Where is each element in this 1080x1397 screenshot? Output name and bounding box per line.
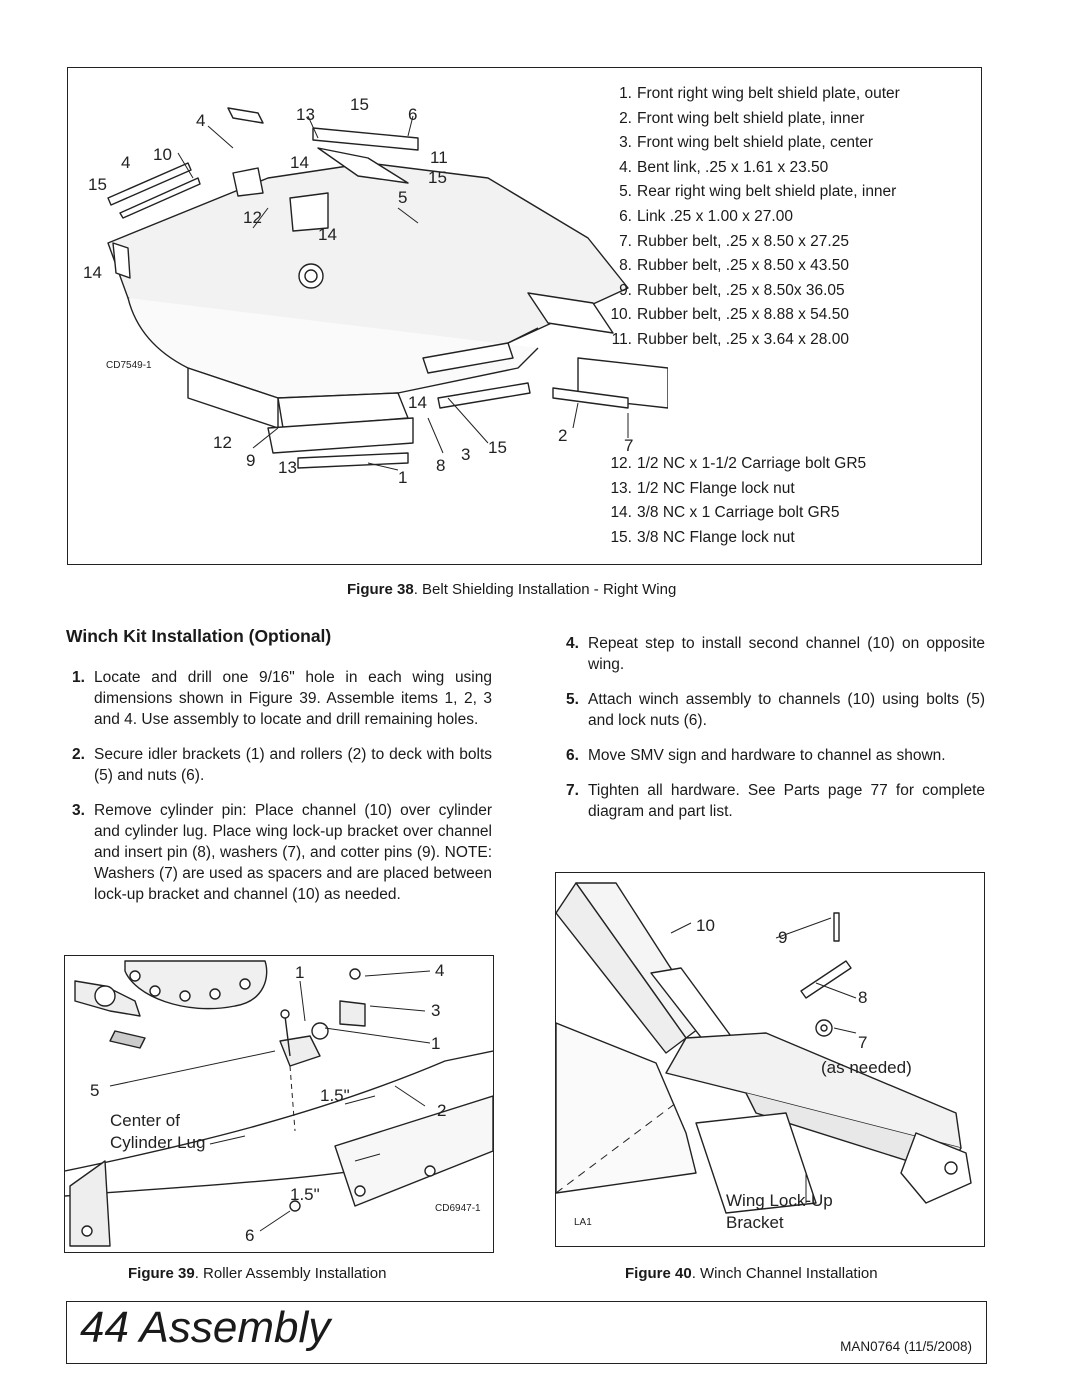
figure-39-box: 1 4 3 1 5 2 6 1.5" 1.5" Center of Cylind…	[64, 955, 494, 1253]
parts-list-top: 1.Front right wing belt shield plate, ou…	[600, 82, 900, 353]
figure-40-box: 10 9 8 7 (as needed) Wing Lock-Up Bracke…	[555, 872, 985, 1247]
drawing-code: CD7549-1	[106, 360, 152, 371]
dimension-label: 1.5"	[320, 1086, 350, 1105]
center-of-label: Center of	[110, 1111, 180, 1130]
step-item: 5.Attach winch assembly to channels (10)…	[566, 691, 985, 729]
parts-item: 5.Rear right wing belt shield plate, inn…	[619, 183, 897, 201]
parts-item: 6.Link .25 x 1.00 x 27.00	[619, 207, 793, 225]
callout: 1	[398, 468, 407, 487]
step-item: 3.Remove cylinder pin: Place channel (10…	[72, 802, 492, 903]
parts-item: 15.3/8 NC Flange lock nut	[610, 528, 795, 546]
winch-channel-diagram: 10 9 8 7 (as needed) Wing Lock-Up Bracke…	[556, 882, 972, 1232]
callout: 6	[408, 105, 417, 124]
callout: 7	[624, 436, 633, 455]
wing-lockup-label: Wing Lock-Up	[726, 1191, 833, 1210]
callout: 10	[696, 916, 715, 935]
callout: 5	[90, 1081, 99, 1100]
page-title: 44 Assembly	[80, 1303, 331, 1352]
callout: 13	[278, 458, 297, 477]
parts-item: 2.Front wing belt shield plate, inner	[619, 109, 865, 127]
callout: 13	[296, 105, 315, 124]
parts-item: 4.Bent link, .25 x 1.61 x 23.50	[619, 158, 829, 176]
callout: 15	[428, 168, 447, 187]
callout: 3	[431, 1001, 440, 1020]
callout: 4	[435, 961, 444, 980]
callout: 4	[196, 111, 205, 130]
steps-left: 1.Locate and drill one 9/16" hole in eac…	[72, 667, 492, 919]
cylinder-lug-label: Cylinder Lug	[110, 1133, 205, 1152]
roller-assembly-diagram: 1 4 3 1 5 2 6 1.5" 1.5" Center of Cylind…	[65, 960, 493, 1247]
callout: 15	[88, 175, 107, 194]
callout: 14	[318, 225, 337, 244]
parts-item: 11.Rubber belt, .25 x 3.64 x 28.00	[611, 330, 849, 348]
callout: 3	[461, 445, 470, 464]
callout: 2	[437, 1101, 446, 1120]
callout: 10	[153, 145, 172, 164]
section-heading: Winch Kit Installation (Optional)	[66, 626, 332, 646]
parts-item: 1.Front right wing belt shield plate, ou…	[619, 85, 900, 102]
footer-box	[66, 1301, 987, 1364]
callout: 12	[213, 433, 232, 452]
belt-shielding-diagram: 4 13 15 6 10 4 14 11 15 15 5 12 14 14 12…	[83, 95, 668, 487]
callout: 11	[430, 148, 448, 167]
parts-item: 14.3/8 NC x 1 Carriage bolt GR5	[610, 504, 840, 522]
callout: 7	[858, 1033, 867, 1052]
step-item: 6.Move SMV sign and hardware to channel …	[566, 747, 946, 764]
step-item: 2.Secure idler brackets (1) and rollers …	[72, 746, 492, 784]
figure-39-caption: Figure 39. Roller Assembly Installation	[128, 1265, 387, 1282]
callout: 15	[488, 438, 507, 457]
callout: 6	[245, 1226, 254, 1245]
drawing-code: CD6947-1	[435, 1203, 481, 1214]
callout: 2	[558, 426, 567, 445]
parts-item: 13.1/2 NC Flange lock nut	[610, 479, 795, 497]
callout: 14	[290, 153, 309, 172]
callout: 5	[398, 188, 407, 207]
document-code: MAN0764 (11/5/2008)	[840, 1339, 972, 1354]
parts-item: 3.Front wing belt shield plate, center	[619, 134, 874, 152]
callout: 9	[246, 451, 255, 470]
figure-38-caption: Figure 38. Belt Shielding Installation -…	[347, 581, 677, 598]
callout: 9	[778, 928, 787, 947]
callout: 8	[436, 456, 445, 475]
callout: 8	[858, 988, 867, 1007]
figure-38-box: 4 13 15 6 10 4 14 11 15 15 5 12 14 14 12…	[67, 67, 982, 565]
bracket-label: Bracket	[726, 1213, 784, 1232]
steps-right: 4.Repeat step to install second channel …	[566, 633, 985, 836]
as-needed-label: (as needed)	[821, 1058, 912, 1077]
callout: 1	[295, 963, 304, 982]
parts-item: 10.Rubber belt, .25 x 8.88 x 54.50	[610, 306, 849, 324]
callout: 4	[121, 153, 130, 172]
callout: 14	[83, 263, 102, 282]
parts-item: 8.Rubber belt, .25 x 8.50 x 43.50	[619, 257, 849, 275]
step-item: 1.Locate and drill one 9/16" hole in eac…	[72, 669, 492, 728]
parts-list-bottom: 12.1/2 NC x 1-1/2 Carriage bolt GR5 13.1…	[600, 452, 866, 550]
callout: 1	[431, 1034, 440, 1053]
dimension-label: 1.5"	[290, 1185, 320, 1204]
step-item: 4.Repeat step to install second channel …	[566, 635, 985, 673]
parts-item: 9.Rubber belt, .25 x 8.50x 36.05	[619, 281, 845, 299]
callout: 12	[243, 208, 262, 227]
step-item: 7.Tighten all hardware. See Parts page 7…	[566, 782, 985, 820]
parts-item: 12.1/2 NC x 1-1/2 Carriage bolt GR5	[610, 455, 867, 472]
drawing-code: LA1	[574, 1217, 592, 1228]
callout: 15	[350, 95, 369, 114]
figure-40-caption: Figure 40. Winch Channel Installation	[625, 1265, 878, 1282]
parts-item: 7.Rubber belt, .25 x 8.50 x 27.25	[619, 232, 849, 250]
callout: 14	[408, 393, 427, 412]
